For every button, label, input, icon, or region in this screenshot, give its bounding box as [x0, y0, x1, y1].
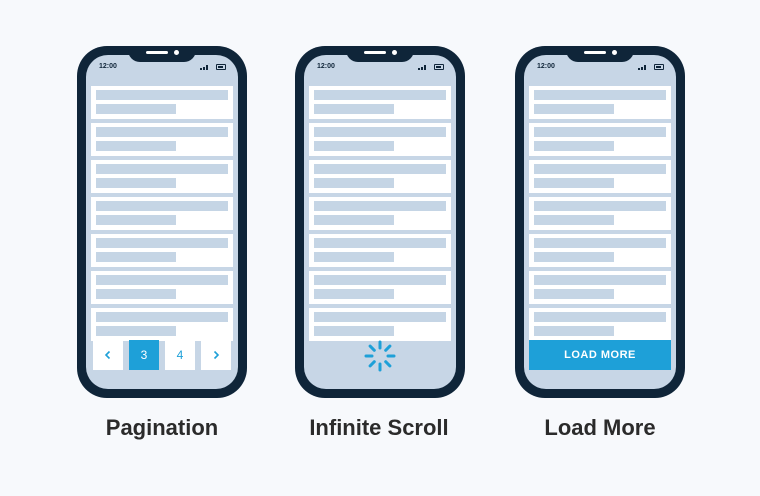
list-item[interactable]: [529, 271, 671, 304]
list-item[interactable]: [529, 234, 671, 267]
list-item[interactable]: [529, 123, 671, 156]
list-item[interactable]: [91, 197, 233, 230]
content-list: [91, 86, 233, 345]
list-item[interactable]: [91, 234, 233, 267]
status-time: 12:00: [317, 63, 335, 70]
list-item[interactable]: [91, 123, 233, 156]
chevron-left-icon: [104, 350, 111, 360]
list-item[interactable]: [529, 86, 671, 119]
list-item[interactable]: [309, 123, 451, 156]
list-item[interactable]: [91, 271, 233, 304]
next-page-button[interactable]: [201, 340, 231, 370]
caption-load-more: Load More: [544, 415, 656, 440]
phone-load-more: 12:00 LOAD MORE: [515, 46, 685, 398]
list-item[interactable]: [309, 86, 451, 119]
list-item[interactable]: [309, 271, 451, 304]
list-item[interactable]: [529, 197, 671, 230]
phone-screen: 12:00 LOAD MORE: [524, 55, 676, 389]
signal-icon: [638, 64, 648, 70]
chevron-right-icon: [213, 350, 220, 360]
caption-pagination: Pagination: [105, 415, 219, 440]
list-item[interactable]: [529, 308, 671, 341]
battery-icon: [216, 64, 226, 70]
signal-icon: [418, 64, 428, 70]
status-time: 12:00: [537, 63, 555, 70]
list-item[interactable]: [91, 308, 233, 341]
page-button-3[interactable]: 3: [129, 340, 159, 370]
prev-page-button[interactable]: [93, 340, 123, 370]
load-more-button[interactable]: LOAD MORE: [529, 340, 671, 370]
list-item[interactable]: [529, 160, 671, 193]
spinner-icon: [364, 340, 396, 372]
list-item[interactable]: [91, 160, 233, 193]
phone-infinite-scroll: 12:00: [295, 46, 465, 398]
content-list: [309, 86, 451, 345]
signal-icon: [200, 64, 210, 70]
list-item[interactable]: [309, 160, 451, 193]
battery-icon: [654, 64, 664, 70]
phone-screen: 12:00 3 4: [86, 55, 238, 389]
status-time: 12:00: [99, 63, 117, 70]
list-item[interactable]: [309, 308, 451, 341]
pagination-bar: 3 4: [86, 340, 238, 370]
phone-notch: [566, 46, 634, 62]
list-item[interactable]: [309, 197, 451, 230]
phone-pagination: 12:00 3 4: [77, 46, 247, 398]
battery-icon: [434, 64, 444, 70]
phone-notch: [128, 46, 196, 62]
caption-infinite-scroll: Infinite Scroll: [309, 415, 449, 440]
page-button-4[interactable]: 4: [165, 340, 195, 370]
content-list: [529, 86, 671, 345]
phone-screen: 12:00: [304, 55, 456, 389]
list-item[interactable]: [309, 234, 451, 267]
phone-notch: [346, 46, 414, 62]
list-item[interactable]: [91, 86, 233, 119]
